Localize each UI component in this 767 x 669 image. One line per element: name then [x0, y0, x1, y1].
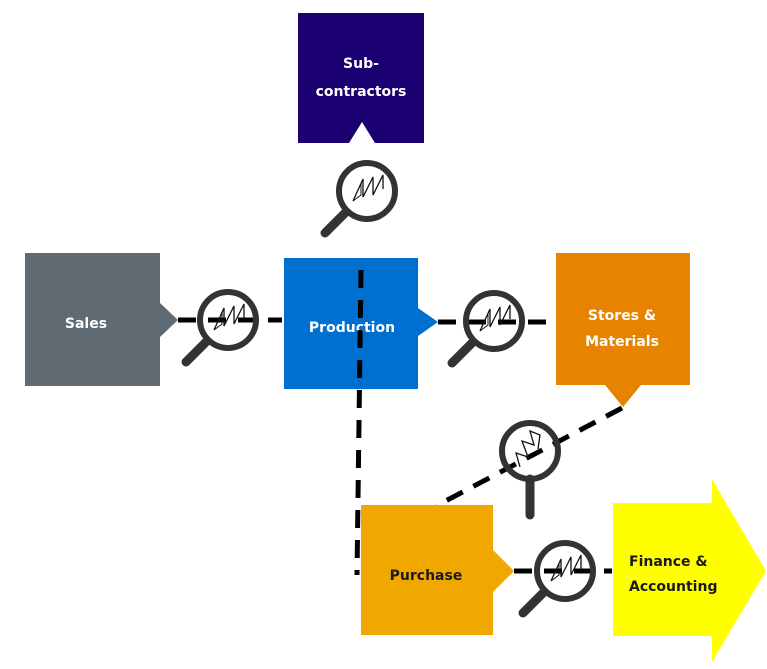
node-purchase-label: Purchase [390, 568, 463, 584]
node-subcontractors-label-1: Sub- [343, 56, 379, 72]
magnifier-zigzag-icon [186, 292, 256, 362]
node-sales[interactable]: Sales [25, 253, 178, 386]
node-production-shape [284, 258, 438, 389]
magnifier-zigzag-icon [452, 293, 522, 363]
node-subcontractors-shape [298, 13, 424, 143]
magnifier-zigzag-icon [325, 163, 395, 233]
magnifier-zigzag-icon [523, 543, 593, 613]
connector-production-purchase [354, 269, 364, 576]
node-finance-shape [613, 479, 766, 662]
node-stores-label-1: Stores & [588, 308, 656, 324]
node-stores[interactable]: Stores & Materials [556, 253, 690, 407]
magnifier-zigzag-icon [499, 420, 561, 520]
node-stores-shape [556, 253, 690, 407]
node-sales-label: Sales [65, 316, 107, 332]
node-finance-label-1: Finance & [629, 554, 708, 570]
node-purchase[interactable]: Purchase [361, 505, 514, 635]
node-production-label: Production [309, 320, 395, 336]
node-finance-label-2: Accounting [629, 579, 717, 595]
node-stores-label-2: Materials [585, 334, 659, 350]
node-finance[interactable]: Finance & Accounting [613, 479, 766, 662]
notch-triangle [349, 122, 375, 143]
node-subcontractors[interactable]: Sub- contractors [298, 13, 424, 143]
connector-stores-purchase [434, 405, 624, 509]
node-production[interactable]: Production [284, 258, 438, 389]
node-sales-shape [25, 253, 178, 386]
node-subcontractors-label-2: contractors [316, 84, 407, 100]
node-purchase-shape [361, 505, 514, 635]
